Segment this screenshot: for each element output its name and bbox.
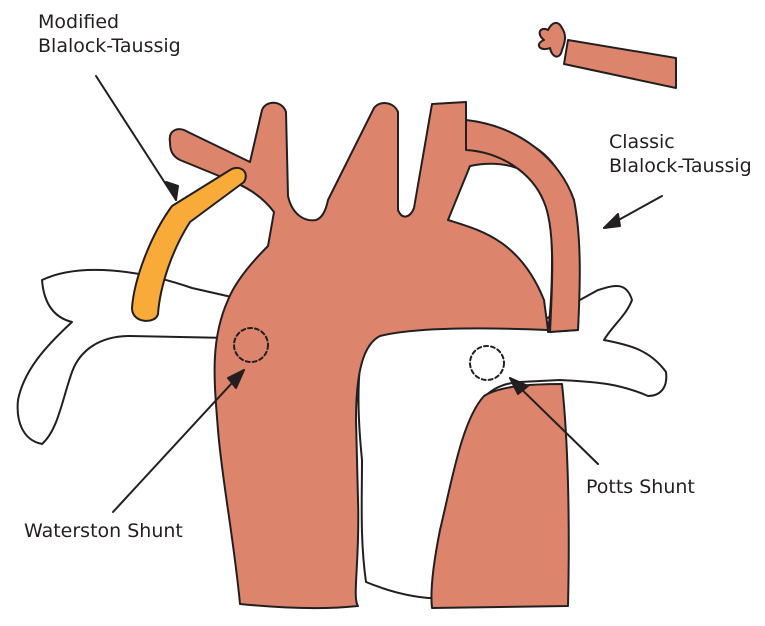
ligature-icon (539, 23, 565, 57)
classic-bt-label: Classic Blalock-Taussig (609, 130, 752, 178)
modified-bt-label-line2: Blalock-Taussig (38, 34, 181, 58)
pulmonary-artery (18, 270, 236, 444)
modified-bt-label-line1: Modified (38, 10, 181, 34)
arrow-modified (96, 76, 178, 200)
classic-bt-label-line1: Classic (609, 130, 752, 154)
waterston-label: Waterston Shunt (24, 519, 183, 543)
arrow-classic (604, 196, 662, 228)
classic-bt-label-line2: Blalock-Taussig (609, 154, 752, 178)
divided-subclavian (564, 40, 676, 88)
potts-label: Potts Shunt (586, 475, 695, 499)
modified-bt-label: Modified Blalock-Taussig (38, 10, 181, 58)
